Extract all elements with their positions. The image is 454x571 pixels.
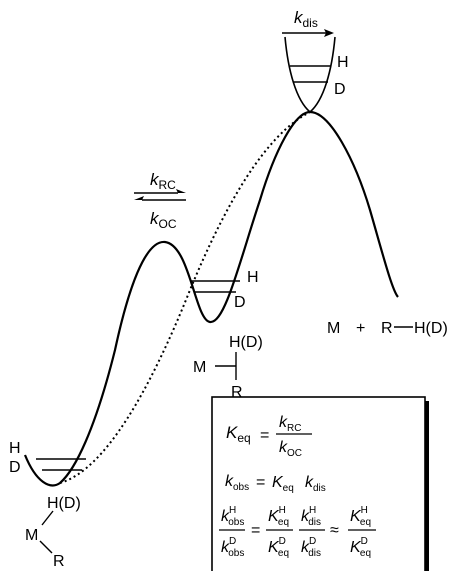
svg-text:=: = — [251, 522, 260, 539]
product-plus-label: + — [356, 320, 365, 337]
k-OC-arrowhead — [134, 196, 144, 200]
product-HD-label: H(D) — [414, 320, 448, 337]
svg-text:kRC: kRC — [279, 414, 301, 434]
k-dis-arrowhead — [324, 29, 334, 37]
svg-text:kdis: kdis — [305, 474, 326, 494]
start-complex-top-label: H(D) — [47, 495, 81, 512]
left-well-H-label: H — [9, 440, 21, 457]
sigma-complex-R-label: R — [231, 384, 243, 401]
svg-text:=: = — [256, 474, 265, 491]
start-complex-upper-bond — [41, 510, 54, 526]
mid-well-D-label: D — [234, 294, 246, 311]
k-dis-label: kdis — [294, 8, 318, 30]
svg-text:Keq: Keq — [272, 474, 294, 494]
start-complex-metal-label: M — [25, 527, 38, 544]
svg-text:kOC: kOC — [279, 439, 302, 459]
sigma-complex-top-label: H(D) — [229, 334, 263, 351]
equation-keq: Keq = kRC kOC — [226, 414, 312, 459]
left-well-D-label: D — [9, 459, 21, 476]
dotted-direct-pathway — [59, 111, 311, 484]
ts-D-label: D — [334, 81, 346, 98]
k-RC-arrowhead — [176, 189, 186, 193]
equation-box — [211, 396, 426, 571]
ts-inverted-well — [284, 36, 336, 114]
mid-well-H-label: H — [247, 269, 259, 286]
k-RC-label: kRC — [150, 170, 176, 192]
ts-H-label: H — [337, 54, 349, 71]
svg-text:≈: ≈ — [330, 522, 339, 539]
start-complex-lower-bond — [39, 540, 53, 554]
product-M-label: M — [327, 320, 340, 337]
svg-text:kobs: kobs — [225, 473, 249, 493]
sigma-complex-metal-label: M — [193, 359, 206, 376]
product-R-label: R — [381, 320, 393, 337]
start-complex-R-label: R — [53, 553, 65, 570]
svg-text:Keq: Keq — [226, 423, 251, 445]
svg-text:=: = — [260, 427, 269, 444]
k-OC-label: kOC — [150, 209, 177, 231]
equation-kobs: kobs = Keq kdis — [225, 473, 326, 494]
energy-profile-curve — [23, 110, 399, 487]
